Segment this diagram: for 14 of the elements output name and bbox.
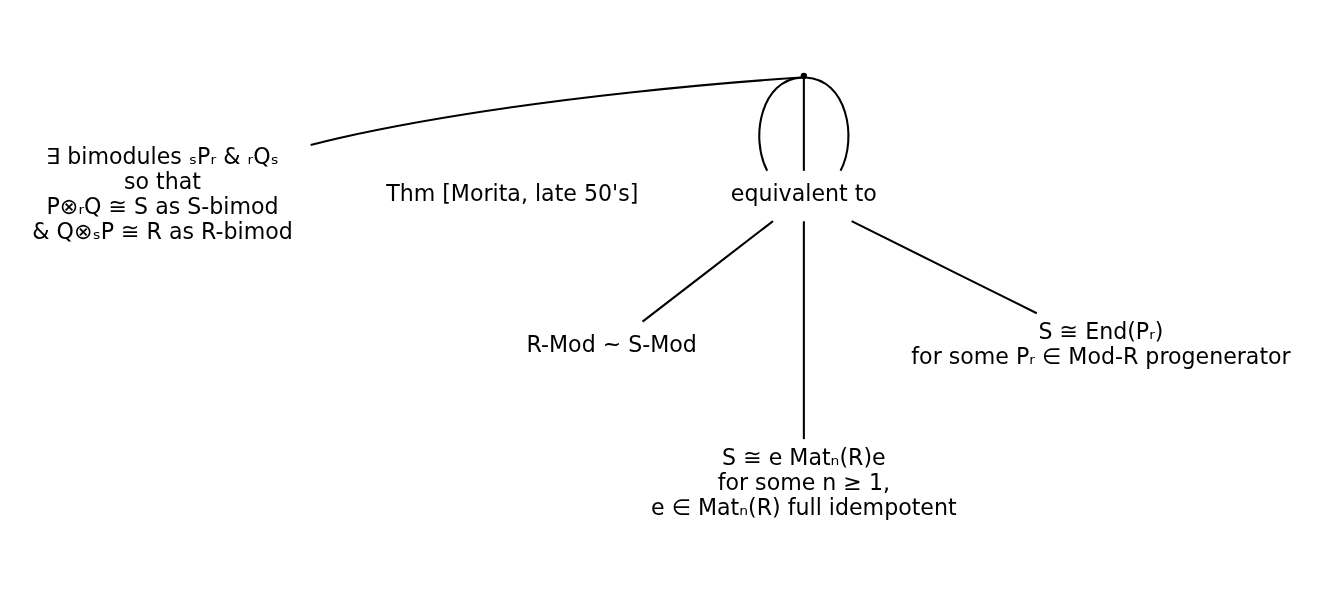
node-point: [800, 72, 808, 79]
connector: [310, 76, 802, 146]
label: Thm [Morita, late 50's]: [386, 179, 639, 206]
node-text: equivalent to: [730, 179, 877, 206]
connector: [805, 75, 850, 171]
node-text: ∃ bimodules ₛPᵣ & ᵣQₛ so that P⊗ᵣQ ≅ S as S-bimod & Q⊗ₛP ≅ R as R-bimod: [32, 142, 293, 244]
connector: [851, 219, 1038, 314]
node-text: S ≅ End(Pᵣ) for some Pᵣ ∈ Mod-R progenerator: [911, 317, 1291, 369]
connector: [802, 220, 805, 439]
connector: [758, 75, 802, 171]
connector: [641, 219, 774, 322]
node-text: S ≅ e Matₙ(R)e for some n ≥ 1, e ∈ Matₙ(R) full idempotent: [651, 443, 957, 520]
connector: [802, 78, 805, 171]
node-text: R-Mod ~ S-Mod: [526, 330, 697, 357]
